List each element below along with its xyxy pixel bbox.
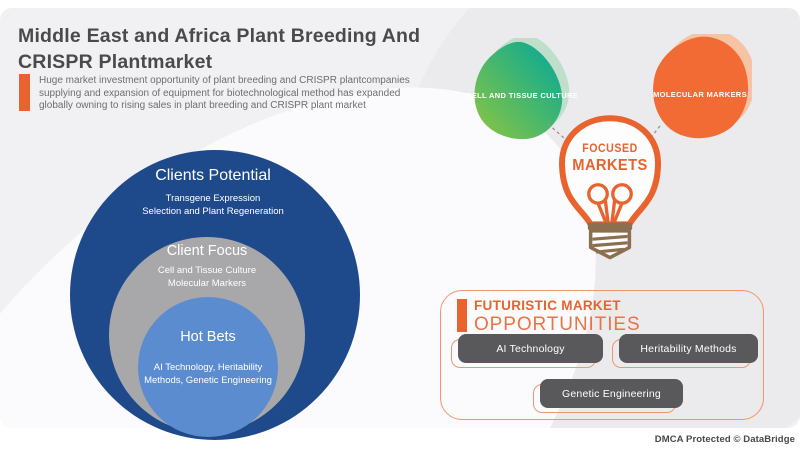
client-focus-title: Client Focus: [166, 243, 248, 259]
opportunity-pill: Genetic Engineering: [540, 379, 683, 408]
circle-hot-bets: [138, 297, 278, 437]
futuristic-opportunities-panel: FUTURISTIC MARKET OPPORTUNITIES AI Techn…: [440, 290, 764, 420]
copyright-note: DMCA Protected © DataBridge: [654, 434, 795, 445]
cell-tissue-blob-icon: [474, 38, 570, 140]
client-focus-subtitle-line1: Cell and Tissue Culture: [157, 265, 257, 276]
clients-potential-title: Clients Potential: [155, 167, 271, 184]
intro-block: Huge market investment opportunity of pl…: [19, 74, 437, 113]
page-title-line2: CRISPR Plantmarket: [18, 50, 213, 73]
accent-bar: [19, 74, 30, 111]
opportunity-pill: Heritability Methods: [619, 334, 758, 363]
opportunities-heading: FUTURISTIC MARKET OPPORTUNITIES: [457, 298, 641, 335]
molecular-markers-label: MOLECULAR MARKERS: [653, 90, 747, 99]
cell-tissue-label: CELL AND TISSUE CULTURE: [466, 91, 579, 100]
opportunities-accent-bar: [457, 299, 467, 332]
hot-bets-subtitle-line2: Methods, Genetic Engineering: [144, 375, 272, 387]
opportunities-heading-line1: FUTURISTIC MARKET: [474, 298, 621, 313]
page-title: Middle East and Africa Plant Breeding An…: [18, 24, 488, 75]
clients-potential-subtitle-line2: Selection and Plant Regeneration: [142, 206, 284, 218]
opportunity-item-heritability-methods: Heritability Methods: [612, 334, 758, 368]
molecular-markers-blob-icon: [653, 34, 752, 139]
page-description: Huge market investment opportunity of pl…: [39, 75, 410, 112]
focused-markets-label-line2: MARKETS: [572, 156, 648, 174]
connector-lines: [547, 123, 661, 153]
client-focus-subtitle-line2: Molecular Markers: [167, 278, 247, 290]
opportunity-item-ai-technology: AI Technology: [451, 334, 603, 368]
bg-swoosh: [0, 0, 722, 450]
lightbulb-icon: [559, 115, 661, 260]
hot-bets-title: Hot Bets: [180, 329, 236, 345]
focused-markets-label: FOCUSED MARKETS: [550, 143, 670, 174]
opportunities-heading-line2: OPPORTUNITIES: [474, 313, 641, 335]
opportunity-pill: AI Technology: [458, 334, 603, 363]
page-title-line1: Middle East and Africa Plant Breeding An…: [18, 25, 421, 48]
focused-markets-label-line1: FOCUSED: [582, 143, 638, 155]
hot-bets-subtitle-line1: AI Technology, Heritability: [153, 362, 263, 373]
clients-potential-subtitle-line1: Transgene Expression: [165, 193, 261, 204]
opportunity-item-genetic-engineering: Genetic Engineering: [533, 379, 683, 413]
